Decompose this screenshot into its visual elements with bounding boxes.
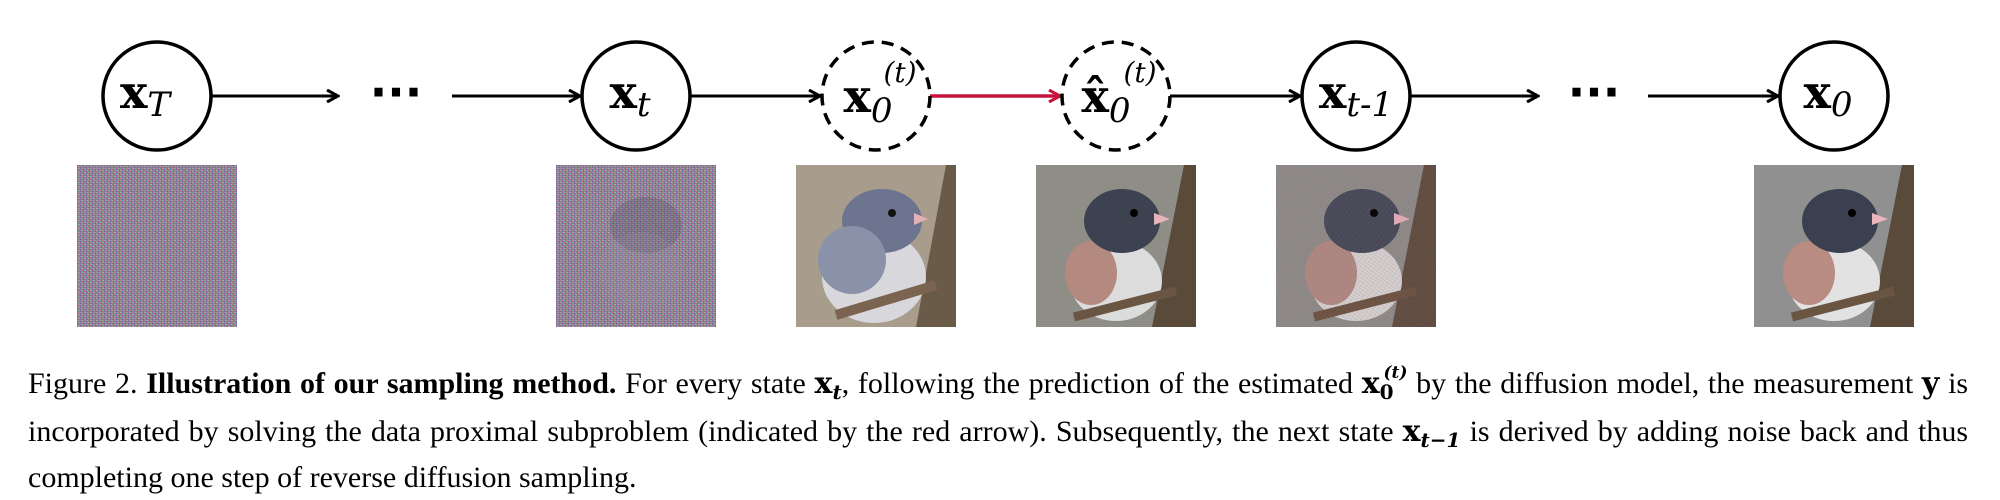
math-x-t: xt bbox=[814, 366, 842, 404]
figure-caption: Figure 2. Illustration of our sampling m… bbox=[28, 362, 1968, 499]
node-x0t-label: x0 bbox=[843, 69, 892, 131]
caption-text-4: is incorporated by solving the data prox… bbox=[28, 367, 1969, 448]
caption-label: Figure 2. bbox=[28, 367, 138, 400]
proximal-bird-image-x0hat bbox=[1036, 165, 1196, 327]
noise-image-xT bbox=[77, 165, 237, 327]
node-x0t-sup: (t) bbox=[883, 56, 916, 89]
node-xtm1-label: xt-1 bbox=[1319, 65, 1393, 125]
math-y: y bbox=[1921, 366, 1940, 401]
node-x0hat-label: x̂0 bbox=[1081, 69, 1130, 131]
math-x-t-minus-1: xt−1 bbox=[1402, 414, 1461, 452]
node-xT-label: xT bbox=[120, 65, 172, 125]
ellipsis-left: ··· bbox=[370, 65, 422, 119]
node-circle-xtm1 bbox=[1300, 40, 1412, 152]
caption-text-1: For every state bbox=[625, 367, 806, 400]
node-circle-xT bbox=[101, 40, 213, 152]
diffusion-sampling-diagram: ··· ··· xT xt x0 (t) x̂0 (t) xt-1 x0 bbox=[101, 40, 1890, 152]
caption-text-3: by the diffusion model, the measurement bbox=[1416, 367, 1914, 400]
math-x0-t: x0(t) bbox=[1361, 363, 1408, 404]
node-xt-label: xt bbox=[609, 65, 650, 125]
caption-text-2: , following the prediction of the estima… bbox=[841, 367, 1353, 400]
node-x0hat-sup: (t) bbox=[1123, 56, 1156, 89]
noisy-bird-image-xtm1 bbox=[1276, 165, 1436, 327]
final-bird-image-x0 bbox=[1754, 165, 1914, 327]
caption-text-5: is derived by adding noise back and thus… bbox=[28, 415, 1969, 494]
node-circle-x0hat bbox=[1060, 40, 1172, 152]
ellipsis-right: ··· bbox=[1568, 65, 1620, 119]
node-circle-x0t bbox=[820, 40, 932, 152]
node-x0-label: x0 bbox=[1803, 65, 1852, 125]
noisy-bird-image-xt bbox=[556, 165, 716, 327]
node-circle-x0 bbox=[1778, 40, 1890, 152]
predicted-bird-image-x0t bbox=[796, 165, 956, 327]
node-circle-xt bbox=[580, 40, 692, 152]
caption-title: Illustration of our sampling method. bbox=[146, 367, 617, 400]
